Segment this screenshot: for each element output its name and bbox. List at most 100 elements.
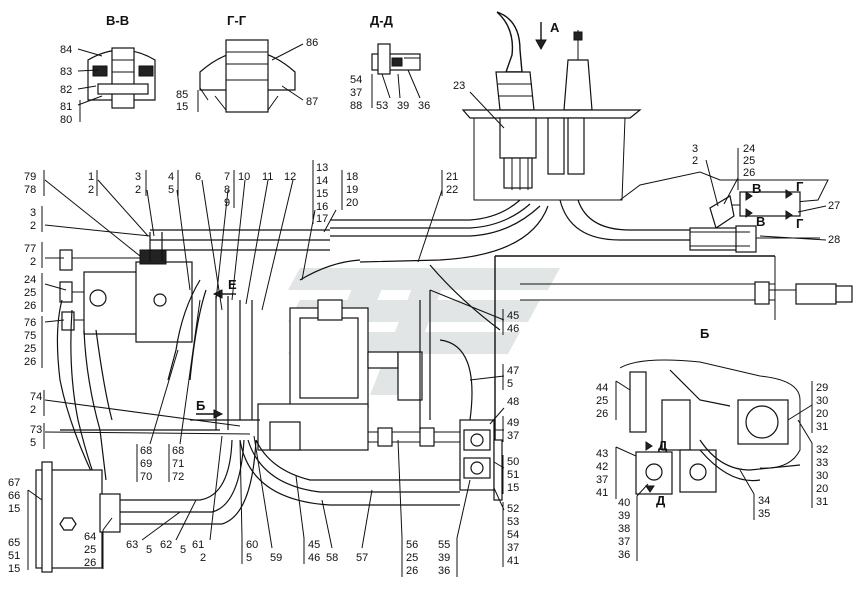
callout-51-bl: 51 (8, 550, 20, 562)
callout-2-left-c: 2 (30, 404, 36, 416)
callout-15: 15 (176, 101, 188, 113)
callout-9: 9 (224, 197, 230, 209)
view-label-g-bottom: Г (796, 216, 804, 231)
callout-26: 26 (743, 167, 755, 179)
callout-26-left: 26 (24, 300, 36, 312)
callout-2-bottom: 2 (200, 552, 206, 564)
callout-23: 23 (453, 80, 465, 92)
callout-81: 81 (60, 101, 72, 113)
callout-62: 62 (160, 539, 172, 551)
callout-53: 53 (376, 100, 388, 112)
callout-5-right: 5 (507, 378, 513, 390)
callout-22: 22 (446, 184, 458, 196)
callout-26-b: 26 (596, 408, 608, 420)
callout-5-b2: 5 (180, 544, 186, 556)
callout-71: 71 (172, 458, 184, 470)
callout-47: 47 (507, 365, 519, 377)
return-pipe (494, 255, 853, 470)
view-arrow-a: А (550, 20, 560, 35)
callout-32: 32 (816, 444, 828, 456)
callout-37-right-b: 37 (507, 542, 519, 554)
callout-53-right: 53 (507, 516, 519, 528)
callout-2-top-b: 2 (135, 184, 141, 196)
section-title-g-g: Г-Г (227, 13, 247, 28)
callout-69: 69 (140, 458, 152, 470)
callout-11: 11 (262, 171, 273, 183)
view-label-v-top: В (752, 181, 761, 196)
callout-86: 86 (306, 37, 318, 49)
callout-57: 57 (356, 552, 368, 564)
callout-79: 79 (24, 171, 36, 183)
callout-49: 49 (507, 417, 519, 429)
callout-28: 28 (828, 234, 840, 246)
callout-25: 25 (743, 155, 755, 167)
section-title-d-d: Д-Д (370, 13, 394, 28)
callout-2-left-b: 2 (30, 256, 36, 268)
callout-5-left: 5 (30, 437, 36, 449)
callout-20-top: 20 (346, 197, 358, 209)
callout-42: 42 (596, 461, 608, 473)
callout-76: 76 (24, 317, 36, 329)
callout-24-left: 24 (24, 274, 36, 286)
callouts: 79 78 1 2 3 2 4 5 6 7 8 9 10 11 12 13 14… (8, 160, 828, 577)
callout-45-right: 45 (507, 310, 519, 322)
callout-67: 67 (8, 477, 20, 489)
section-g-g: Г-Г 86 87 85 15 (176, 13, 318, 113)
callout-29: 29 (816, 382, 828, 394)
callout-3-left: 3 (30, 207, 36, 219)
leader-lines (44, 179, 505, 511)
callout-7: 7 (224, 171, 230, 183)
callout-83: 83 (60, 66, 72, 78)
callout-44: 44 (596, 382, 608, 394)
callout-33: 33 (816, 457, 828, 469)
callout-65: 65 (8, 537, 20, 549)
callout-50: 50 (507, 456, 519, 468)
callout-54-right: 54 (507, 529, 519, 541)
callout-39: 39 (397, 100, 409, 112)
bottom-left-reservoir (27, 461, 121, 573)
callout-16: 16 (316, 201, 328, 213)
callout-20-b: 20 (816, 408, 828, 420)
callout-10: 10 (238, 171, 250, 183)
hose-bundle-lower (56, 259, 501, 525)
view-label-v-bottom: В (756, 214, 765, 229)
callout-31: 31 (816, 421, 828, 433)
callout-41-right: 41 (507, 555, 519, 567)
callout-15-right: 15 (507, 482, 519, 494)
view-arrow-b: Б (196, 398, 205, 413)
callout-59: 59 (270, 552, 282, 564)
callout-70: 70 (140, 471, 152, 483)
callout-78: 78 (24, 184, 36, 196)
callout-85: 85 (176, 89, 188, 101)
view-label-g-top: Г (796, 179, 804, 194)
callout-75: 75 (24, 330, 36, 342)
callout-6: 6 (195, 171, 201, 183)
callout-36-bottom: 36 (438, 565, 450, 577)
callout-5-b1: 5 (146, 544, 152, 556)
callout-77: 77 (24, 243, 36, 255)
callout-17: 17 (316, 213, 328, 225)
view-b-detail: Б Д Д (619, 326, 801, 508)
callout-66: 66 (8, 490, 20, 502)
callout-12: 12 (284, 171, 296, 183)
control-joystick-unit: 23 А (453, 11, 642, 201)
callout-41-b: 41 (596, 487, 608, 499)
callout-2-left: 2 (30, 220, 36, 232)
callout-5-b3: 5 (246, 552, 252, 564)
right-fittings: 3 2 24 25 26 В Г В Г 27 28 (619, 143, 840, 253)
callout-60: 60 (246, 539, 258, 551)
callout-21: 21 (446, 171, 458, 183)
callout-4: 4 (168, 171, 174, 183)
callout-87: 87 (306, 96, 318, 108)
callout-24: 24 (743, 143, 755, 155)
view-arrows-b-e: Б Е (196, 277, 237, 419)
callout-18: 18 (346, 171, 358, 183)
callout-5-top: 5 (168, 184, 174, 196)
callout-45-bottom: 45 (308, 539, 320, 551)
callout-34: 34 (758, 495, 770, 507)
callout-19: 19 (346, 184, 358, 196)
callout-31-b: 31 (816, 496, 828, 508)
callout-25-bl: 25 (84, 544, 96, 556)
hose-bundle-top (150, 199, 690, 263)
